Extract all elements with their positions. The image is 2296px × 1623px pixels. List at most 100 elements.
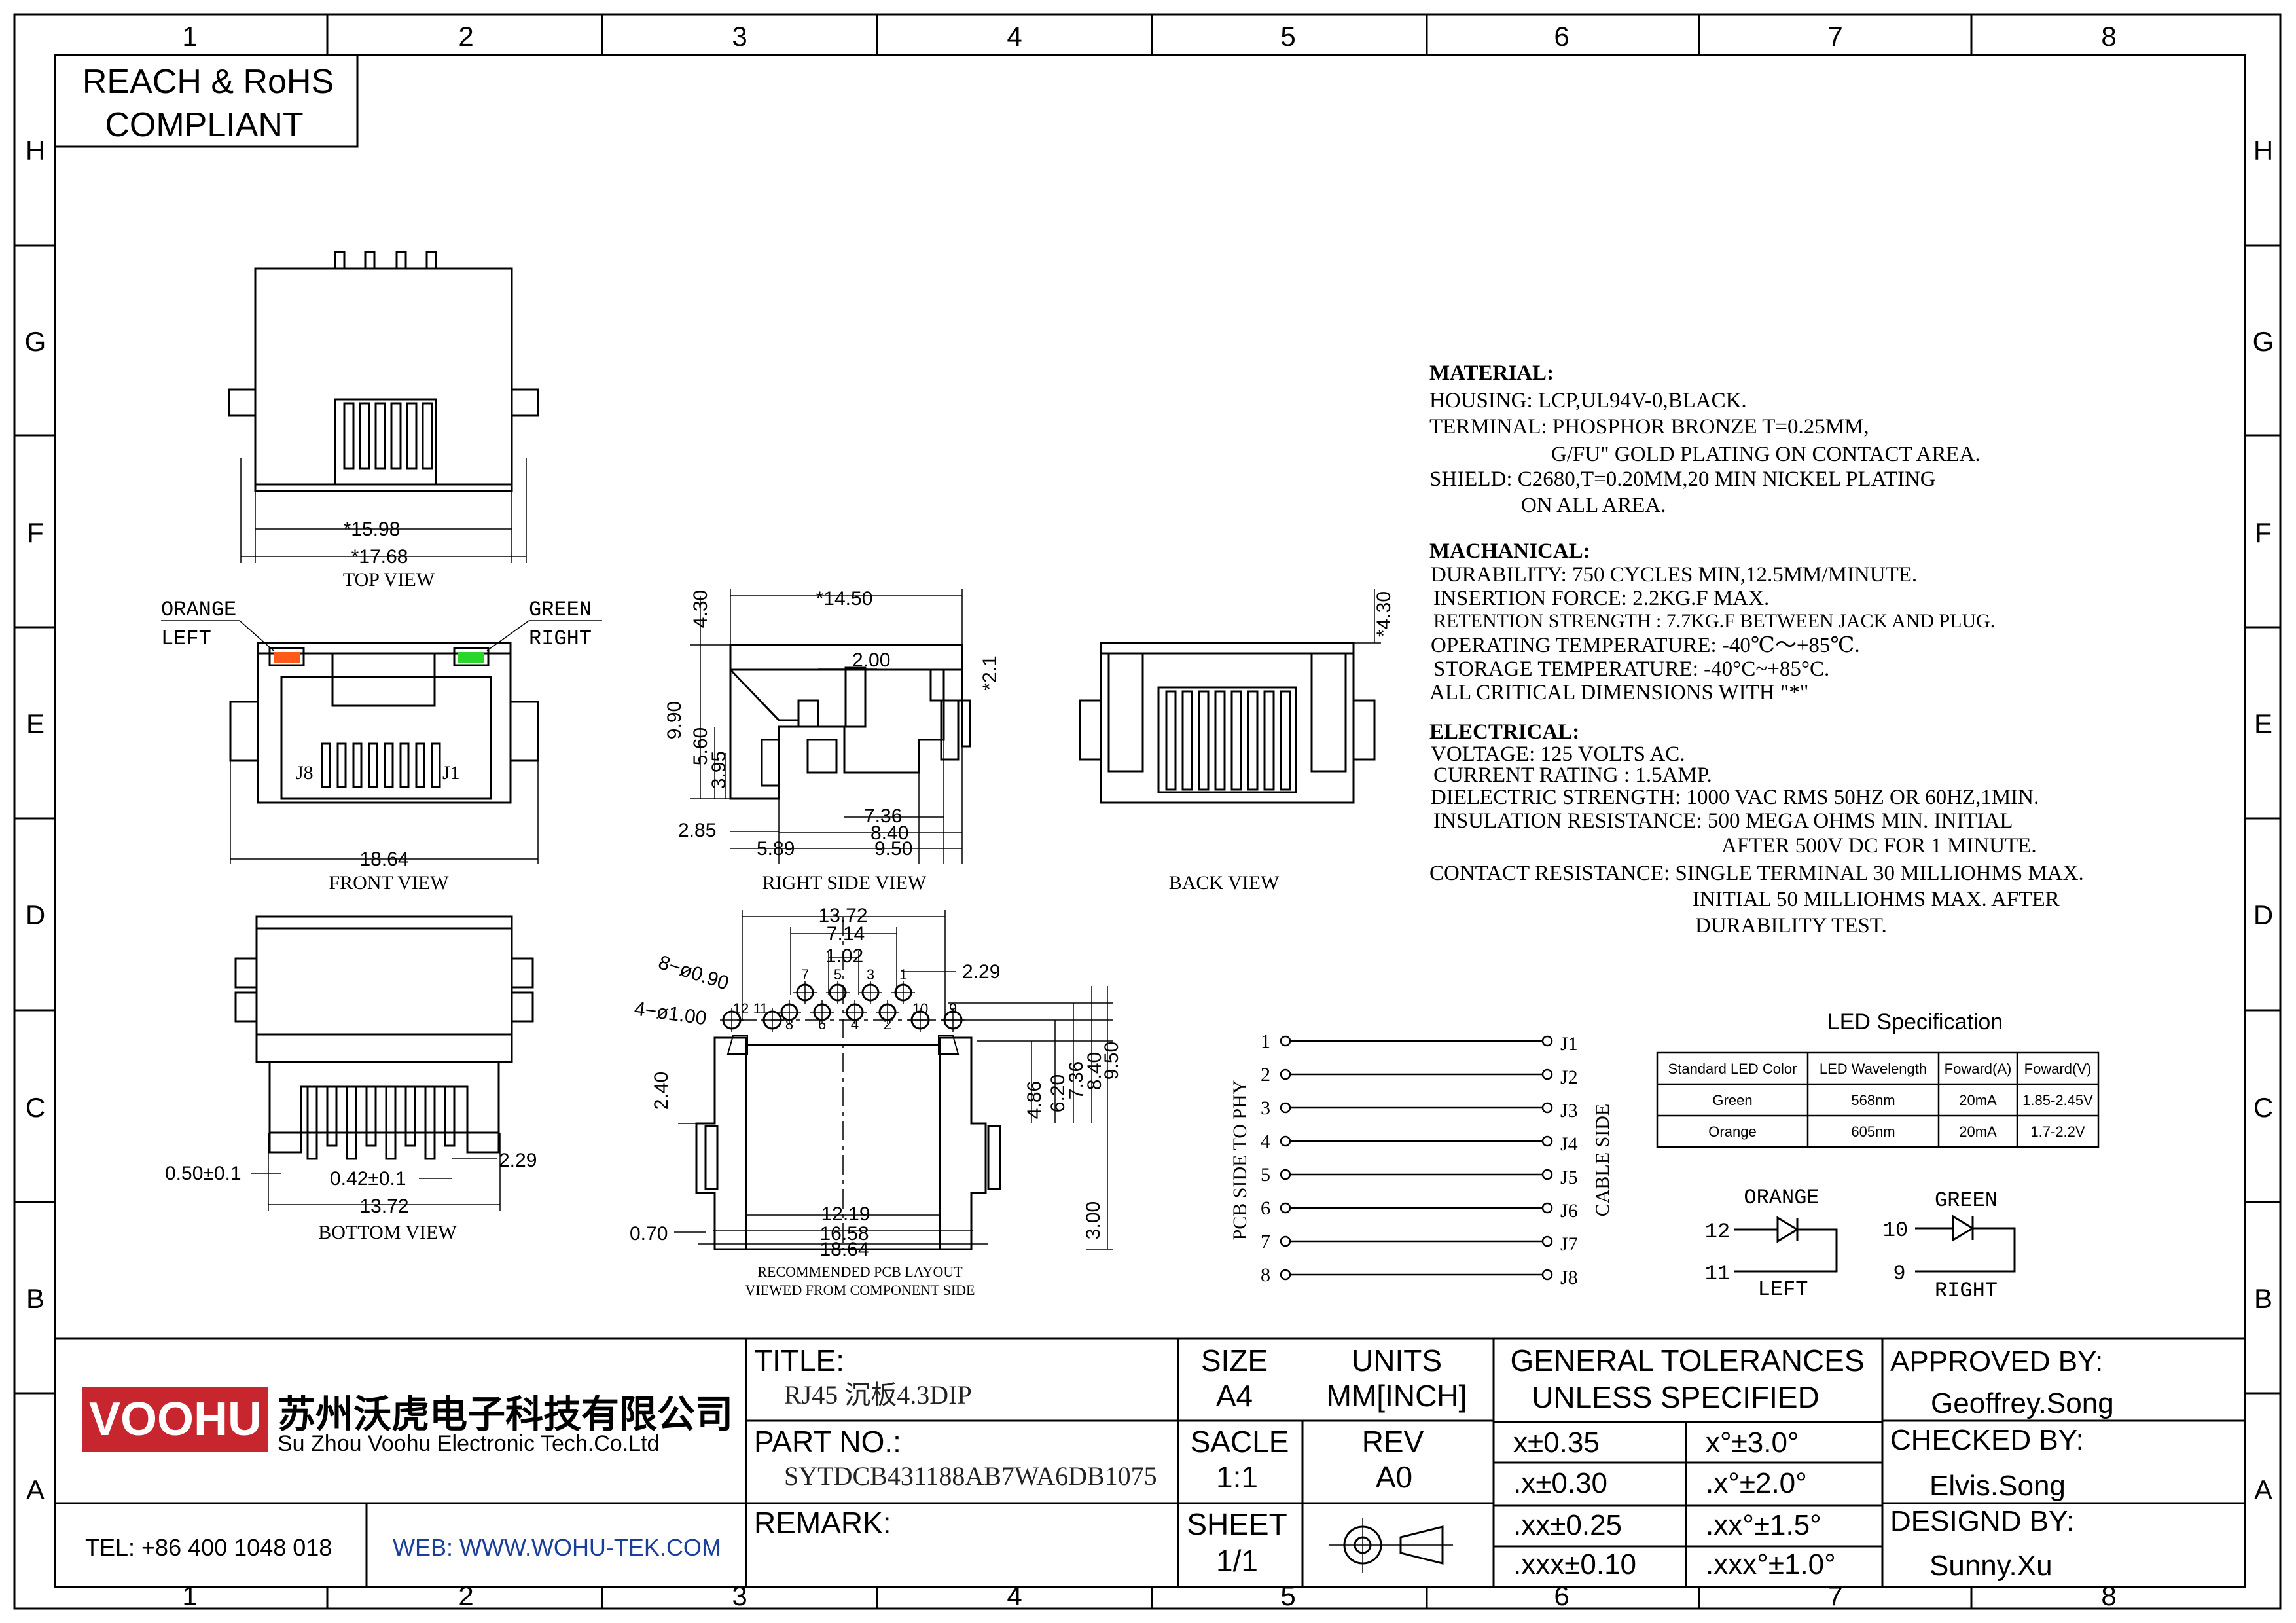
back-dim-lines [1354, 589, 1381, 644]
pcb-layout-caption2: VIEWED FROM COMPONENT SIDE [745, 1282, 975, 1298]
tolerance-angular: .xx°±1.5° [1706, 1509, 1821, 1541]
schematic-node [1280, 1035, 1291, 1047]
front-leaders [161, 620, 602, 651]
schematic-pin-number: 7 [1261, 1231, 1270, 1252]
pcb-dim-lines [674, 910, 1113, 1250]
checked-label: CHECKED BY: [1890, 1424, 2084, 1456]
row-label-left: B [26, 1283, 45, 1314]
company-web-link[interactable]: WEB: WWW.WOHU-TEK.COM [393, 1534, 721, 1561]
sheet-value: 1/1 [1216, 1544, 1258, 1578]
front-right-label: RIGHT [529, 627, 592, 651]
schematic-node [1541, 1135, 1553, 1147]
compliance-box: REACH & RoHS COMPLIANT [55, 55, 359, 148]
green-led-indicator [458, 652, 484, 663]
pcb-led-pin-number: 9 [949, 1000, 957, 1017]
pcb-dim-070: 0.70 [630, 1223, 668, 1245]
col-label-bottom: 8 [2101, 1580, 2116, 1611]
back-view-pins [1165, 690, 1291, 791]
spec-elec-line: INSULATION RESISTANCE: 500 MEGA OHMS MIN… [1433, 809, 2013, 833]
orange-led-indicator [274, 652, 300, 663]
remark-label: REMARK: [754, 1506, 891, 1540]
col-label-bottom: 5 [1280, 1580, 1295, 1611]
bottom-pin [306, 1085, 318, 1160]
schematic-node [1280, 1169, 1291, 1180]
bottom-dim-1372: 13.72 [359, 1195, 408, 1217]
specifications: MATERIAL: HOUSING: LCP,UL94V-0,BLACK. TE… [1429, 361, 2084, 938]
title-label: TITLE: [754, 1343, 844, 1377]
front-contact-pin [336, 742, 347, 788]
spec-mech-line: STORAGE TEMPERATURE: -40°C~+85°C. [1433, 657, 1829, 681]
led-orange-label: ORANGE [1744, 1186, 1819, 1210]
tolerance-angular: .xxx°±1.0° [1706, 1548, 1836, 1580]
units-label: UNITS [1352, 1343, 1442, 1377]
zone-ticks [14, 14, 2280, 1609]
bottom-view-pins [306, 1085, 456, 1160]
rs-dim-1450: *14.50 [816, 588, 873, 610]
led-table-cell: 568nm [1851, 1092, 1895, 1108]
schematic-node [1280, 1068, 1291, 1080]
col-label-top: 4 [1007, 21, 1022, 52]
title-value: RJ45 沉板4.3DIP [784, 1380, 972, 1410]
col-label-bottom: 6 [1554, 1580, 1569, 1611]
front-pin-j1: J1 [442, 762, 460, 784]
schematic-pin-number: 2 [1261, 1064, 1270, 1085]
design-label: DESIGND BY: [1890, 1505, 2074, 1537]
tolerance-linear: .x±0.30 [1513, 1467, 1607, 1499]
led-table-header: Foward(A) [1945, 1061, 2012, 1077]
pcb-hatch-corners [726, 1035, 960, 1055]
led-table-header: Standard LED Color [1668, 1061, 1797, 1077]
checked-value: Elvis.Song [1929, 1470, 2066, 1502]
front-contact-pin [368, 742, 378, 788]
rs-dim-560: 5.60 [690, 727, 711, 765]
bottom-pin [444, 1085, 456, 1147]
pcb-dim-229: 2.29 [962, 961, 1000, 983]
col-label-top: 8 [2101, 21, 2116, 52]
tolerance-angular: .x°±2.0° [1706, 1467, 1807, 1499]
spec-elec-line: CONTACT RESISTANCE: SINGLE TERMINAL 30 M… [1429, 862, 2084, 885]
schematic-jack-label: J1 [1560, 1033, 1578, 1055]
led-green-pin9: 9 [1893, 1262, 1905, 1286]
size-label: SIZE [1201, 1343, 1268, 1377]
spec-mech-line: DURABILITY: 750 CYCLES MIN,12.5MM/MINUTE… [1431, 563, 1917, 587]
bottom-dim-229: 2.29 [499, 1150, 537, 1171]
bottom-dim-pin-width2: 0.42±0.1 [330, 1168, 406, 1190]
pcb-dim-300: 3.00 [1083, 1201, 1104, 1239]
pcb-pin-number: 6 [818, 1016, 826, 1032]
front-contact-pin [399, 742, 410, 788]
rev-label: REV [1362, 1425, 1424, 1459]
back-contact-pin [1247, 690, 1259, 791]
schematic-jack-label: J4 [1560, 1133, 1578, 1155]
row-label-right: G [2253, 326, 2274, 357]
top-view [228, 251, 539, 563]
schematic-left-label: PCB SIDE TO PHY [1229, 1080, 1251, 1241]
led-orange-pin12: 12 [1705, 1220, 1730, 1244]
row-label-right: E [2254, 708, 2272, 739]
spec-elec-line: AFTER 500V DC FOR 1 MINUTE. [1721, 834, 2037, 858]
pcb-dim-486: 4.86 [1024, 1081, 1045, 1119]
schematic-node [1280, 1235, 1291, 1247]
rs-dim-990: 9.90 [664, 701, 685, 739]
schematic-node [1541, 1169, 1553, 1180]
rs-dim-200: 2.00 [852, 649, 890, 671]
spec-elec-line: DIELECTRIC STRENGTH: 1000 VAC RMS 50HZ O… [1431, 786, 2039, 809]
rs-dim-395: 3.95 [708, 751, 730, 789]
bottom-pin [404, 1085, 416, 1147]
back-view-label: BACK VIEW [1169, 872, 1280, 894]
col-label-bottom: 1 [182, 1580, 197, 1611]
rs-dim-840: 8.40 [870, 822, 908, 844]
pcb-dim-840: 8.40 [1084, 1052, 1105, 1090]
pcb-dim-620: 6.20 [1047, 1074, 1069, 1112]
row-label-left: A [26, 1474, 45, 1505]
title-block-grid [55, 1337, 2245, 1587]
led-green-label: GREEN [1935, 1188, 1998, 1213]
front-green-label: GREEN [529, 598, 592, 622]
pcb-dim-1658: 16.58 [819, 1223, 869, 1245]
spec-elec-line: INITIAL 50 MILLIOHMS MAX. AFTER [1693, 888, 2060, 911]
led-symbol-orange [1734, 1216, 1838, 1273]
pcb-led-pin-number: 10 [912, 1000, 928, 1017]
pcb-hole-090: 8−ø0.90 [656, 951, 732, 994]
row-label-right: B [2254, 1283, 2272, 1314]
